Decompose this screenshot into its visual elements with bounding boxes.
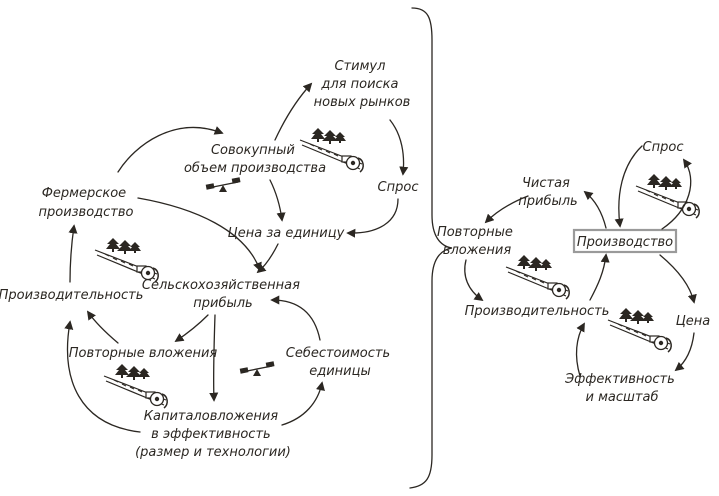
arrow-capex-to-unit-cost [281,381,325,426]
node-demand-left-line: Спрос [378,180,419,195]
node-unit-cost: Себестоимость единицы [286,346,395,379]
node-productivity-right-line: Производительность [465,304,610,319]
node-stimulus-line: новых рынков [314,95,411,110]
arrow-production-to-price [659,254,697,304]
node-capex-line: (размер и технологии) [135,445,291,460]
arrow-reinvestment-to-productivity [86,310,119,344]
arrow-total-output-to-unit-price [269,179,286,222]
node-productivity-right: Производительность [465,304,610,319]
node-unit-cost-line: единицы [309,364,371,379]
node-total-output-line: Совокупный [211,143,295,158]
node-reinvestment-right: Повторные вложения [437,225,517,258]
arrow-unit-cost-to-profit [270,295,321,341]
node-reinvestment-right-line: вложения [443,243,512,258]
node-agri-profit: Сельскохозяйственная прибыль [142,278,304,311]
arrow-productivity-to-production [589,253,610,301]
node-reinvestment-left-line: Повторные вложения [69,346,218,361]
node-net-profit-line: Чистая [522,176,570,191]
arrow-productivity-to-farm [68,224,78,283]
node-total-output-line: объем производства [184,161,326,176]
arrow-demand-to-production [614,145,643,228]
node-total-output: Совокупный объем производства [184,143,326,176]
node-capex-line: Капиталовложения [144,409,279,424]
arrow-profit-to-reinvestment [174,314,209,343]
arrow-net-profit-to-reinvestment [484,195,529,224]
node-reinvestment-left: Повторные вложения [69,346,218,361]
node-production: Производство [577,235,673,250]
node-agri-profit-line: прибыль [193,296,252,311]
snowplow-tractor-icon [505,254,570,300]
node-stimulus-line: для поиска [320,77,398,92]
arrow-unit-price-to-agri-profit [256,243,279,274]
arrow-efficiency-to-productivity [575,322,585,377]
production-highlight-box [572,228,678,254]
node-efficiency-scale: Эффективность и масштаб [564,372,679,405]
snowplow-tractor-icon [607,307,672,353]
arrow-production-to-net-profit [583,190,607,229]
curly-brace [409,7,453,489]
snowplow-tractor-icon [103,363,168,409]
arrow-production-to-demand [661,158,692,230]
arrow-farm-to-total-output [117,126,224,173]
arrow-farm-to-agri-profit [137,197,262,272]
node-productivity-left-line: Производительность [0,288,143,303]
node-demand-right-line: Спрос [643,140,684,155]
balance-scale-icon [205,176,242,193]
node-stimulus-line: Стимул [334,59,385,74]
node-capex-line: в эффективность [151,427,271,442]
node-net-profit: Чистая прибыль [518,176,577,209]
node-unit-price: Цена за единицу [228,226,345,241]
arrow-profit-to-capex [209,314,219,402]
node-unit-price-line: Цена за единицу [228,226,345,241]
arrow-price-to-efficiency [674,332,695,372]
arrow-reinvestment-to-productivity [464,259,484,302]
node-reinvestment-right-line: Повторные [437,225,513,240]
node-capex: Капиталовложения в эффективность (размер… [135,409,291,460]
balance-scale-icon [239,360,276,377]
node-price-line: Цена [676,314,711,329]
node-production-line: Производство [577,235,673,250]
node-efficiency-scale-line: Эффективность [564,372,675,387]
node-agri-profit-line: Сельскохозяйственная [142,278,300,293]
arrow-stimulus-to-demand [389,119,409,176]
snowplow-tractor-icon [635,173,700,219]
node-price: Цена [676,314,711,329]
node-efficiency-scale-line: и масштаб [586,390,659,405]
arrow-demand-to-unit-price [346,198,399,238]
node-unit-cost-line: Себестоимость [286,346,390,361]
node-farm-production-line: Фермерское [42,186,126,201]
node-farm-production-line: производство [38,205,133,220]
snowplow-tractor-icon [94,237,159,283]
node-productivity-left: Производительность [0,288,143,303]
node-demand-right: Спрос [643,140,684,155]
arrow-total-output-to-stimulus [274,82,313,141]
node-demand-left: Спрос [378,180,419,195]
node-farm-production: Фермерское производство [38,186,133,220]
arrow-capex-to-productivity [64,320,141,433]
node-stimulus: Стимул для поиска новых рынков [314,59,411,110]
node-net-profit-line: прибыль [518,194,577,209]
